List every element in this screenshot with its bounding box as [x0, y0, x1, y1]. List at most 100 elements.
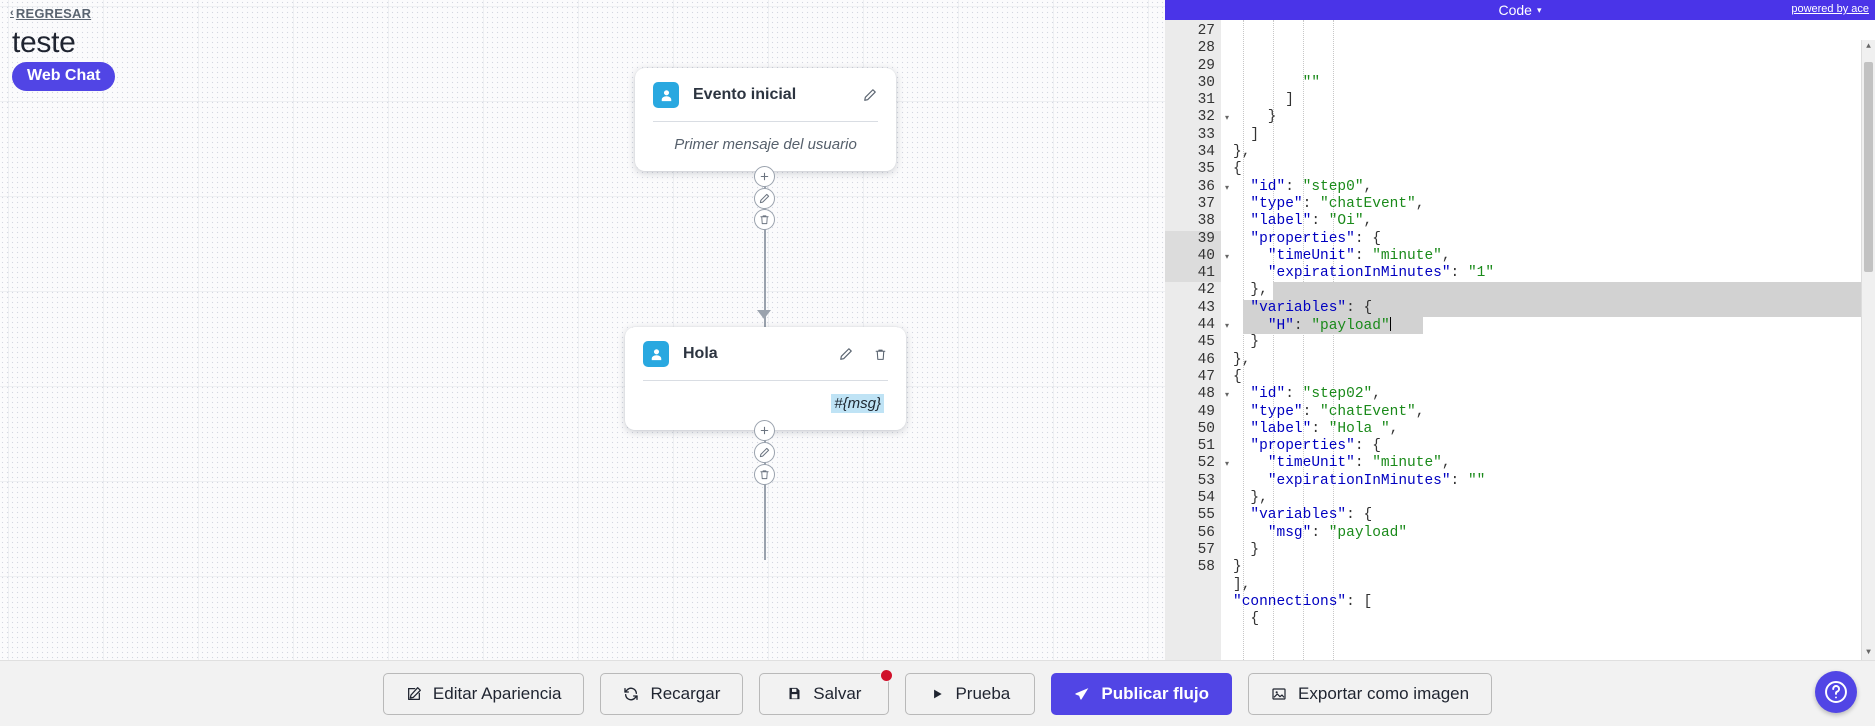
code-line[interactable]: "timeUnit": "minute", [1267, 247, 1451, 264]
code-line[interactable]: } [1233, 541, 1260, 558]
code-line[interactable]: "" [1302, 74, 1321, 91]
code-line[interactable]: }, [1233, 144, 1251, 161]
code-line[interactable]: "properties": { [1250, 438, 1381, 455]
code-line[interactable]: "properties": { [1250, 230, 1381, 247]
play-icon [930, 687, 944, 701]
code-line[interactable]: ] [1233, 92, 1294, 109]
line-number: 49 [1197, 403, 1215, 420]
code-line[interactable]: "type": "chatEvent", [1250, 195, 1425, 212]
code-line[interactable]: "variables": { [1250, 507, 1373, 524]
code-line[interactable]: "variables": { [1221, 299, 1875, 318]
code-scrollbar[interactable]: ▲ ▼ [1861, 40, 1875, 660]
scroll-up-arrow[interactable]: ▲ [1866, 42, 1871, 52]
button-label: Prueba [955, 683, 1011, 703]
fold-arrow-icon[interactable]: ▾ [1224, 460, 1229, 470]
add-node-handle[interactable] [754, 420, 775, 441]
save-button[interactable]: Salvar [759, 668, 894, 715]
unsaved-changes-badge [880, 668, 894, 682]
node-body-text: #{msg} [625, 381, 906, 430]
variable-chip: #{msg} [831, 394, 884, 413]
node-header: Evento inicial [635, 68, 896, 121]
code-line[interactable]: }, [1233, 490, 1268, 507]
export-image-button[interactable]: Exportar como imagen [1248, 672, 1493, 715]
flow-node-hola[interactable]: Hola #{msg} [625, 327, 906, 430]
button-label: Publicar flujo [1101, 683, 1210, 703]
code-line[interactable]: "expirationInMinutes": "" [1267, 472, 1486, 489]
line-number: 57 [1197, 541, 1215, 558]
trash-icon[interactable] [870, 344, 890, 364]
code-line[interactable]: "id": "step02", [1250, 386, 1381, 403]
code-line[interactable]: "type": "chatEvent", [1250, 403, 1425, 420]
line-number: 30 [1197, 74, 1215, 91]
delete-connection-handle[interactable] [754, 209, 775, 230]
code-line[interactable]: } [1233, 559, 1242, 576]
edit-connection-handle[interactable] [754, 188, 775, 209]
add-node-handle[interactable] [754, 166, 775, 187]
test-button[interactable]: Prueba [905, 672, 1036, 715]
back-link[interactable]: ‹ REGRESAR [10, 6, 91, 21]
fold-arrow-icon[interactable]: ▾ [1224, 322, 1229, 332]
code-line[interactable]: } [1233, 109, 1277, 126]
code-content[interactable]: "" ] } ]},{ "id": "step0", "type": "chat… [1221, 20, 1875, 660]
code-line[interactable]: { [1233, 368, 1242, 385]
code-line[interactable]: { [1233, 611, 1260, 628]
flow-canvas[interactable]: ‹ REGRESAR teste Web Chat Evento inicial [0, 0, 1165, 660]
button-label: Salvar [813, 683, 862, 703]
line-number: 40▾ [1165, 247, 1229, 266]
chevron-down-icon: ▾ [1536, 4, 1542, 15]
fold-arrow-icon[interactable]: ▾ [1224, 391, 1229, 401]
text-caret [1389, 317, 1391, 332]
code-line[interactable]: "label": "Oi", [1250, 213, 1373, 230]
fold-arrow-icon[interactable]: ▾ [1224, 183, 1229, 193]
button-label: Recargar [650, 683, 721, 703]
scroll-down-arrow[interactable]: ▼ [1866, 648, 1871, 658]
edit-appearance-button[interactable]: Editar Apariencia [382, 672, 585, 715]
floppy-icon [787, 686, 802, 701]
reload-button[interactable]: Recargar [600, 672, 744, 715]
line-number: 32▾ [1165, 109, 1229, 126]
code-panel-titlebar: Code ▾ powered by ace [1165, 0, 1875, 20]
line-number: 42 [1197, 282, 1215, 299]
code-line[interactable]: "timeUnit": "minute", [1267, 455, 1451, 472]
code-line[interactable]: }, [1221, 282, 1875, 301]
node-body-text: Primer mensaje del usuario [674, 136, 857, 153]
code-line[interactable]: "H": "payload" [1221, 317, 1875, 335]
scrollbar-thumb[interactable] [1864, 62, 1873, 272]
code-mode-selector[interactable]: Code ▾ [1499, 2, 1542, 18]
code-line[interactable]: "id": "step0", [1250, 178, 1373, 195]
code-line[interactable]: "msg": "payload" [1267, 524, 1408, 541]
code-line[interactable]: }, [1233, 351, 1251, 368]
line-number: 51 [1197, 438, 1215, 455]
pencil-icon[interactable] [836, 344, 856, 364]
powered-by-link[interactable]: powered by ace [1791, 3, 1869, 15]
code-line[interactable]: { [1233, 161, 1242, 178]
channel-badge: Web Chat [12, 62, 116, 91]
line-number: 56 [1197, 524, 1215, 541]
line-number: 34 [1197, 144, 1215, 161]
code-line[interactable]: "expirationInMinutes": "1" [1267, 265, 1495, 282]
node-title: Hola [683, 345, 718, 362]
publish-flow-button[interactable]: Publicar flujo [1051, 672, 1233, 715]
line-number: 41 [1165, 265, 1221, 283]
code-line[interactable]: ] [1233, 126, 1260, 143]
help-button[interactable] [1815, 671, 1857, 713]
back-link-label: REGRESAR [15, 6, 92, 21]
chevron-left-icon: ‹ [10, 7, 14, 19]
edit-connection-handle[interactable] [754, 442, 775, 463]
line-number: 47 [1197, 368, 1215, 385]
page-title: teste [12, 26, 76, 59]
pencil-square-icon [406, 686, 422, 702]
fold-arrow-icon[interactable]: ▾ [1224, 252, 1229, 262]
delete-connection-handle[interactable] [754, 464, 775, 485]
flow-node-initial[interactable]: Evento inicial Primer mensaje del usuari… [635, 68, 896, 171]
fold-arrow-icon[interactable]: ▾ [1224, 114, 1229, 124]
code-line[interactable]: } [1233, 334, 1260, 351]
code-line[interactable]: "label": "Hola ", [1250, 420, 1399, 437]
image-icon [1271, 686, 1287, 702]
pencil-icon[interactable] [860, 85, 880, 105]
code-line[interactable]: ], [1233, 576, 1251, 593]
line-number: 35 [1197, 161, 1215, 178]
code-line[interactable]: "connections": [ [1233, 593, 1373, 610]
